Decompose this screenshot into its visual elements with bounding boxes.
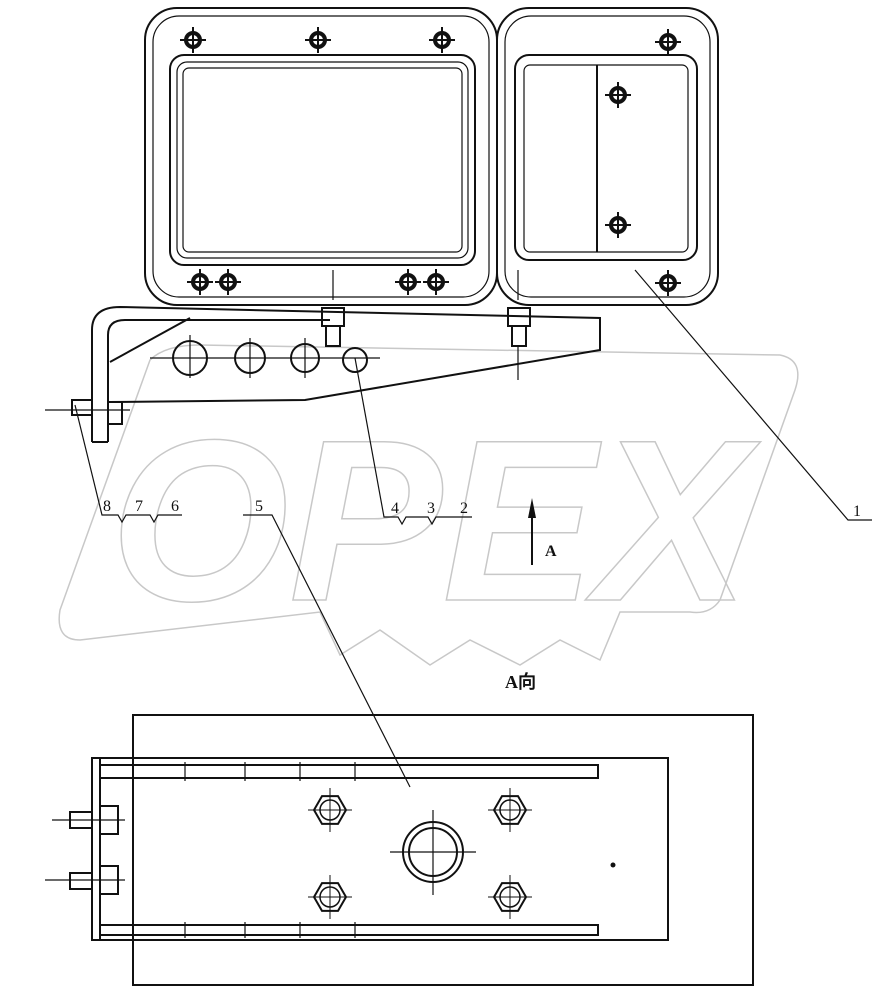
bolt-icon xyxy=(429,27,455,53)
bolt-icon xyxy=(605,212,631,238)
bolt-icon xyxy=(305,27,331,53)
view-arrow-label: A xyxy=(545,543,557,560)
hex-nut-icon xyxy=(488,875,532,919)
bolt-icon xyxy=(423,269,449,295)
leader-lines xyxy=(74,269,872,788)
part-label-5: 5 xyxy=(255,498,263,515)
hex-nut-icon xyxy=(488,788,532,832)
view-a xyxy=(45,714,754,986)
bolt-icon xyxy=(180,27,206,53)
bolt-icon xyxy=(655,29,681,55)
part-label-4: 4 xyxy=(391,500,399,517)
part-label-2: 2 xyxy=(460,500,468,517)
svg-text:OPEX: OPEX xyxy=(110,392,761,649)
bolt-icon xyxy=(395,269,421,295)
part-label-7: 7 xyxy=(135,498,143,515)
view-arrow-head xyxy=(528,498,536,518)
upper-view xyxy=(45,7,719,443)
part-label-6: 6 xyxy=(171,498,179,515)
part-label-3: 3 xyxy=(427,500,435,517)
view-title: A向 xyxy=(505,671,536,692)
part-label-1: 1 xyxy=(853,503,861,520)
bolt-icon xyxy=(605,82,631,108)
opex-watermark-logo: OPEX xyxy=(58,344,799,666)
bolt-icon xyxy=(655,270,681,296)
hex-nut-icon xyxy=(308,875,352,919)
hex-nut-icon xyxy=(308,788,352,832)
part-label-8: 8 xyxy=(103,498,111,515)
bolt-icon xyxy=(187,269,213,295)
bolt-icon xyxy=(215,269,241,295)
